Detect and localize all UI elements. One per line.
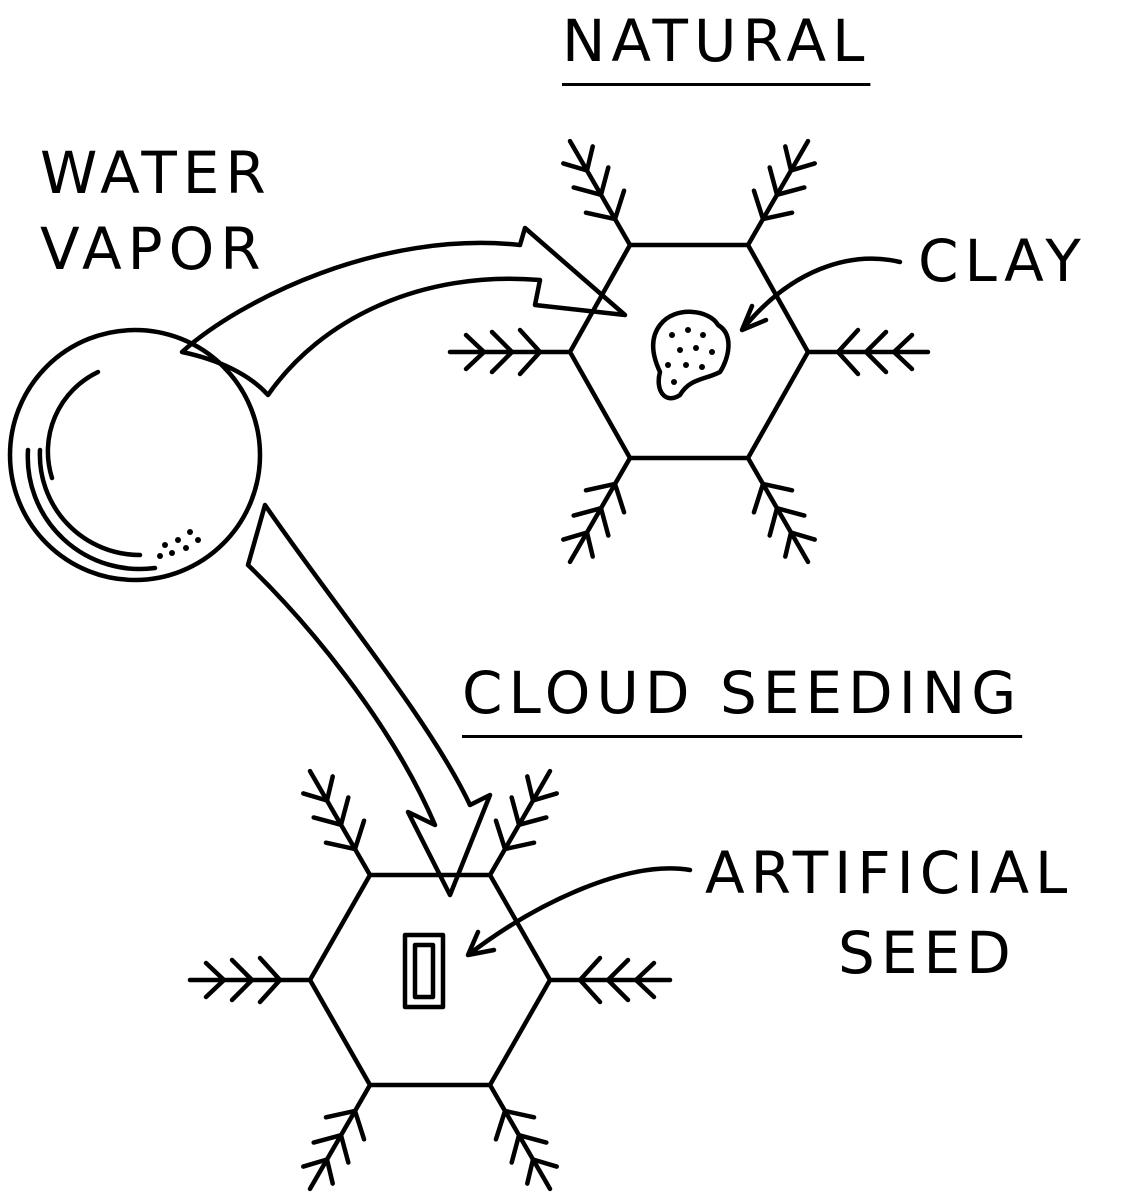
natural-heading: NATURAL: [562, 8, 870, 75]
water-droplet: [10, 330, 260, 580]
natural-snowflake: [450, 130, 928, 573]
artificial-seed: [405, 935, 443, 1007]
arrow-to-seeding: [248, 505, 490, 895]
artificial-seed-label-line1: ARTIFICIAL: [705, 840, 1073, 907]
clay-particle: [653, 312, 728, 398]
cloud-seeding-heading: CLOUD SEEDING: [462, 660, 1022, 727]
artificial-seed-label-line2: SEED: [838, 920, 1017, 987]
water-vapor-label-line2: VAPOR: [40, 216, 267, 283]
water-vapor-label-line1: WATER: [40, 140, 272, 207]
clay-label: CLAY: [918, 228, 1087, 295]
clay-pointer-arrow: [742, 259, 900, 330]
seed-pointer-arrow: [468, 868, 690, 955]
